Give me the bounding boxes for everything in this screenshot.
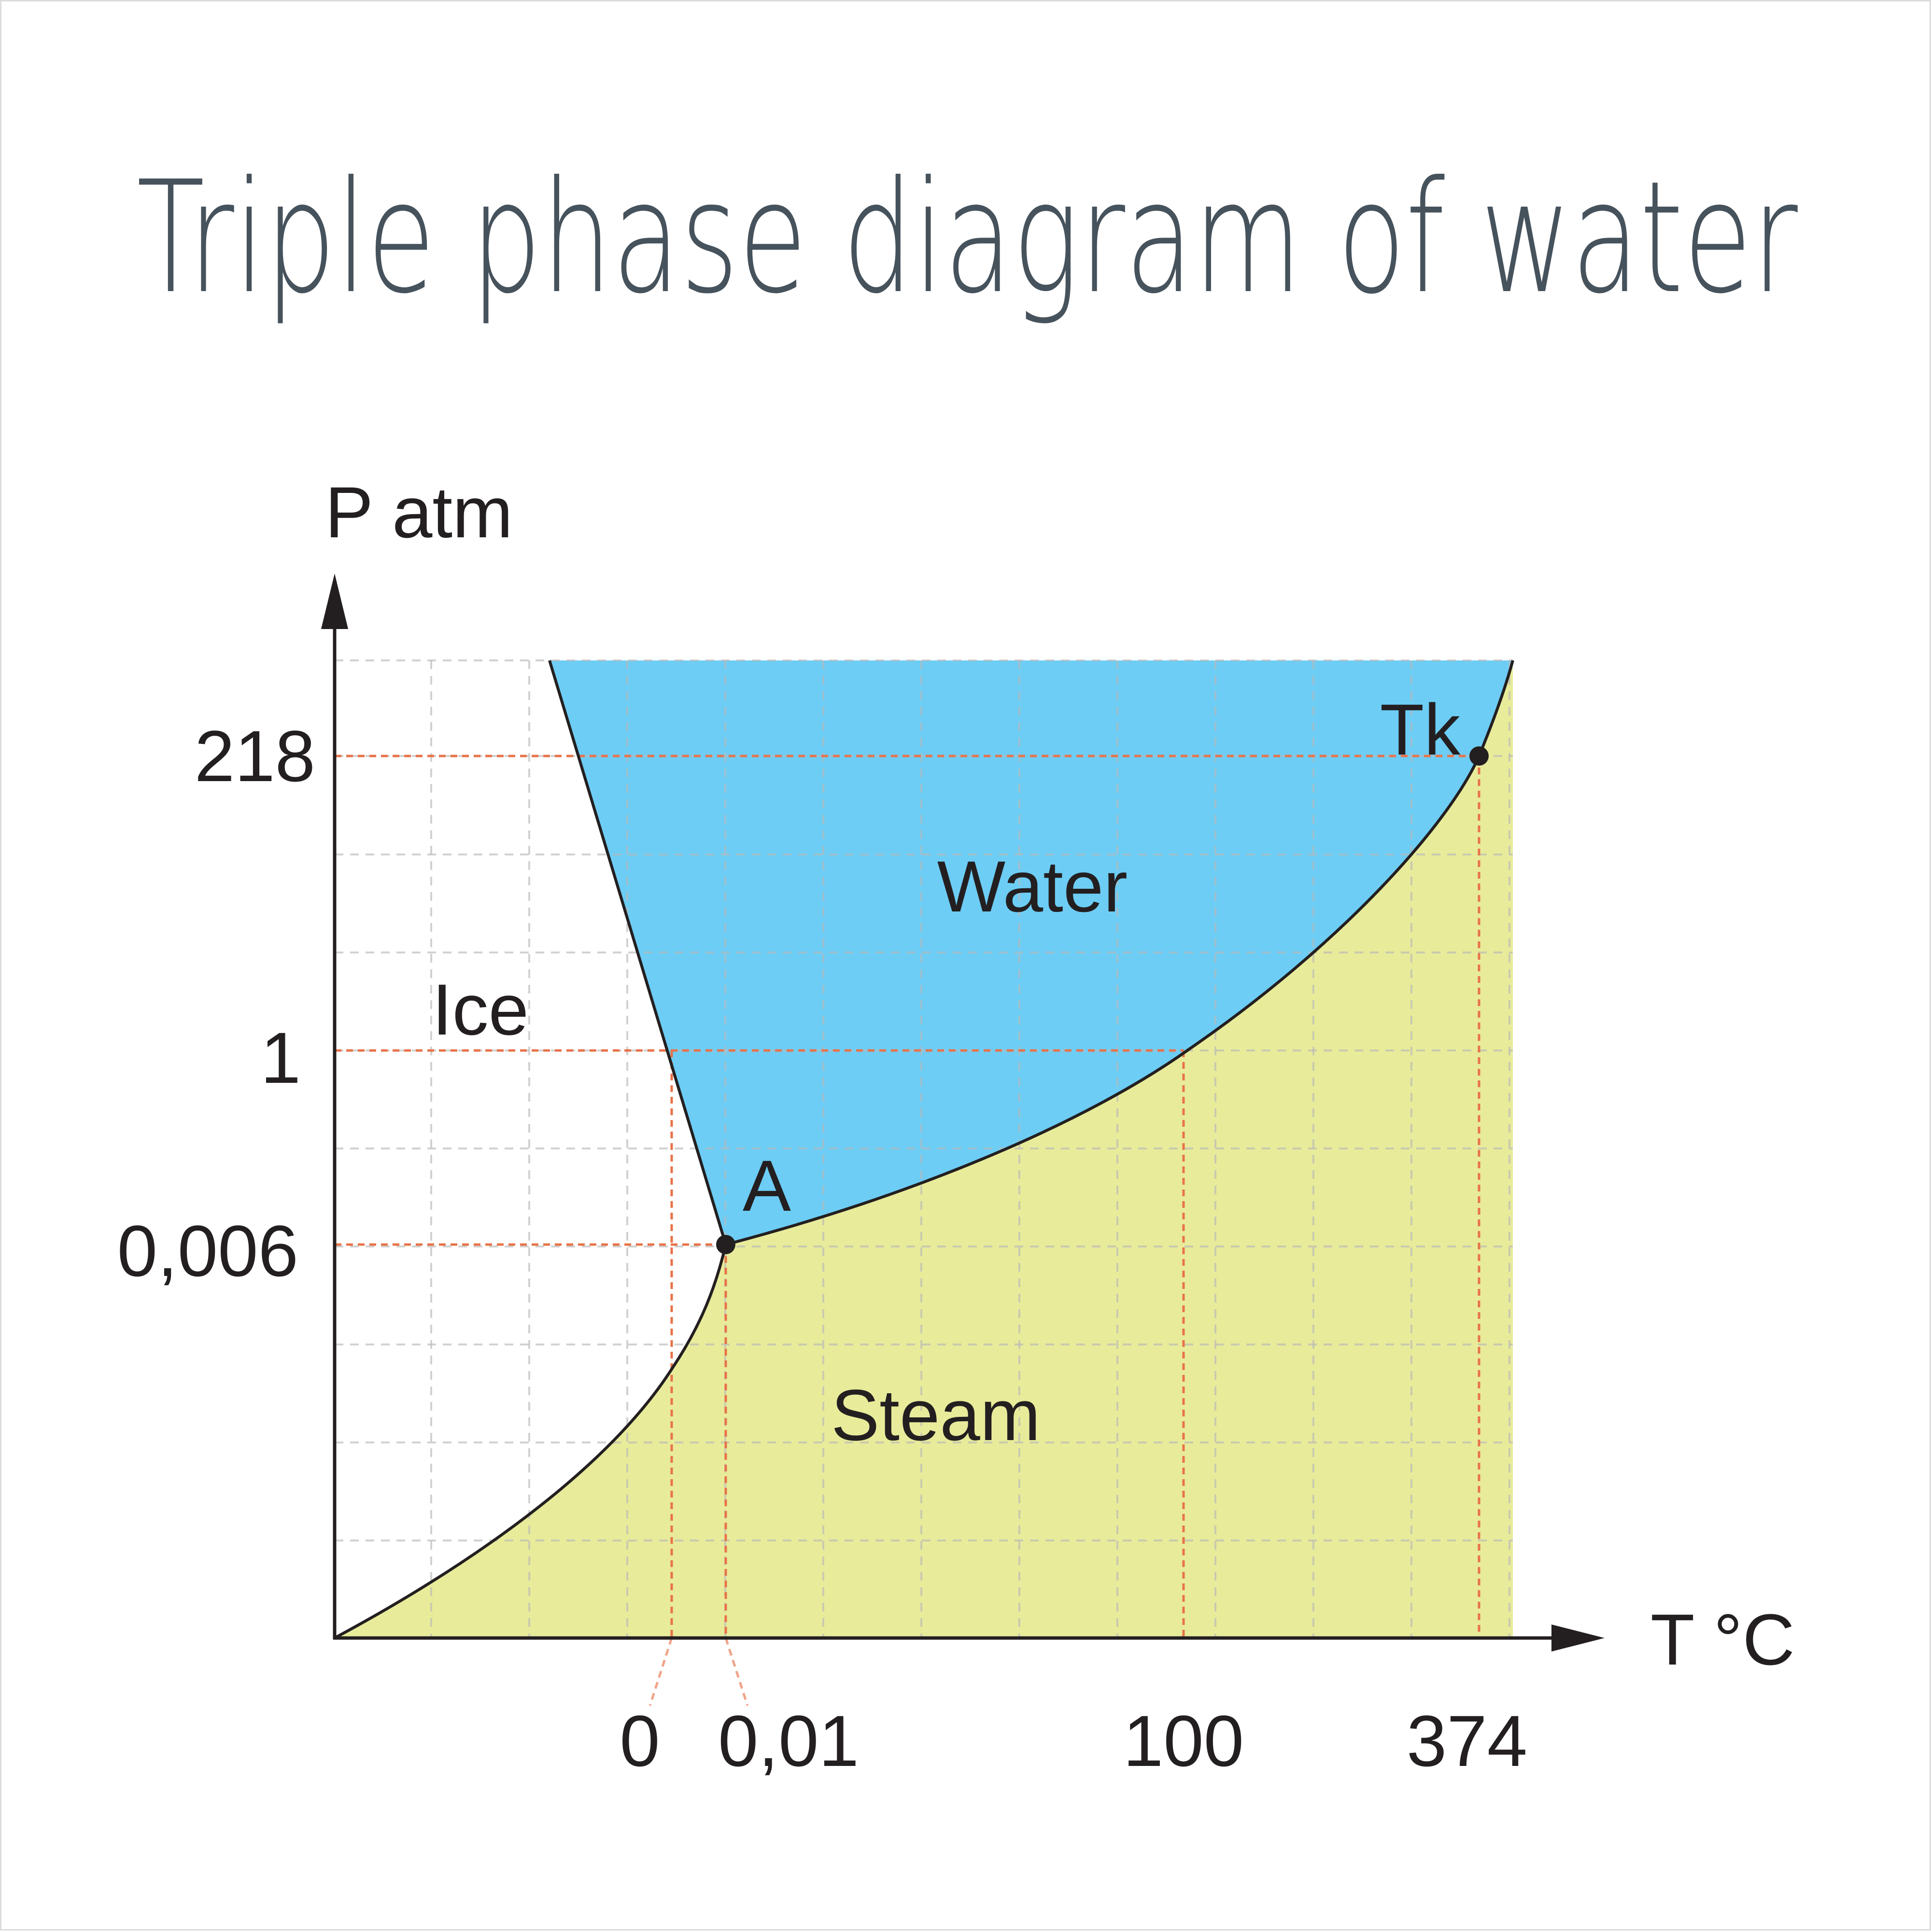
x-axis-arrow — [1551, 1624, 1605, 1652]
region-label-water: Water — [937, 846, 1128, 927]
guide-lines — [335, 755, 1480, 1638]
region-label-steam: Steam — [831, 1374, 1041, 1456]
y-tick-label-1: 1 — [261, 1017, 301, 1098]
critical-point-marker — [1469, 746, 1489, 766]
y-axis-arrow — [321, 574, 348, 629]
y-tick-label-0006: 0,006 — [117, 1210, 298, 1291]
triple-point-label: A — [743, 1145, 791, 1226]
x-tick-label-100: 100 — [1123, 1700, 1244, 1781]
x-axis-title: T °C — [1650, 1599, 1795, 1680]
critical-point-label: Tk — [1380, 689, 1461, 770]
y-tick-label-218: 218 — [195, 715, 315, 797]
vaporization-curve — [725, 660, 1514, 1246]
x-tick-label-001: 0,01 — [718, 1700, 859, 1781]
tick-leaders — [648, 1638, 749, 1706]
region-label-ice: Ice — [432, 969, 529, 1050]
x-tick-label-0: 0 — [620, 1700, 660, 1781]
diagram-title: Triple phase diagram of water — [137, 148, 1799, 328]
steam-region — [335, 660, 1513, 1638]
triple-point-marker — [716, 1235, 735, 1254]
y-axis-title: P atm — [325, 472, 513, 553]
phase-boundaries — [334, 660, 1514, 1639]
x-tick-label-374: 374 — [1407, 1700, 1527, 1781]
sublimation-curve — [334, 1244, 727, 1639]
axes — [321, 574, 1605, 1652]
melting-curve — [548, 660, 727, 1245]
grid — [335, 659, 1513, 1638]
